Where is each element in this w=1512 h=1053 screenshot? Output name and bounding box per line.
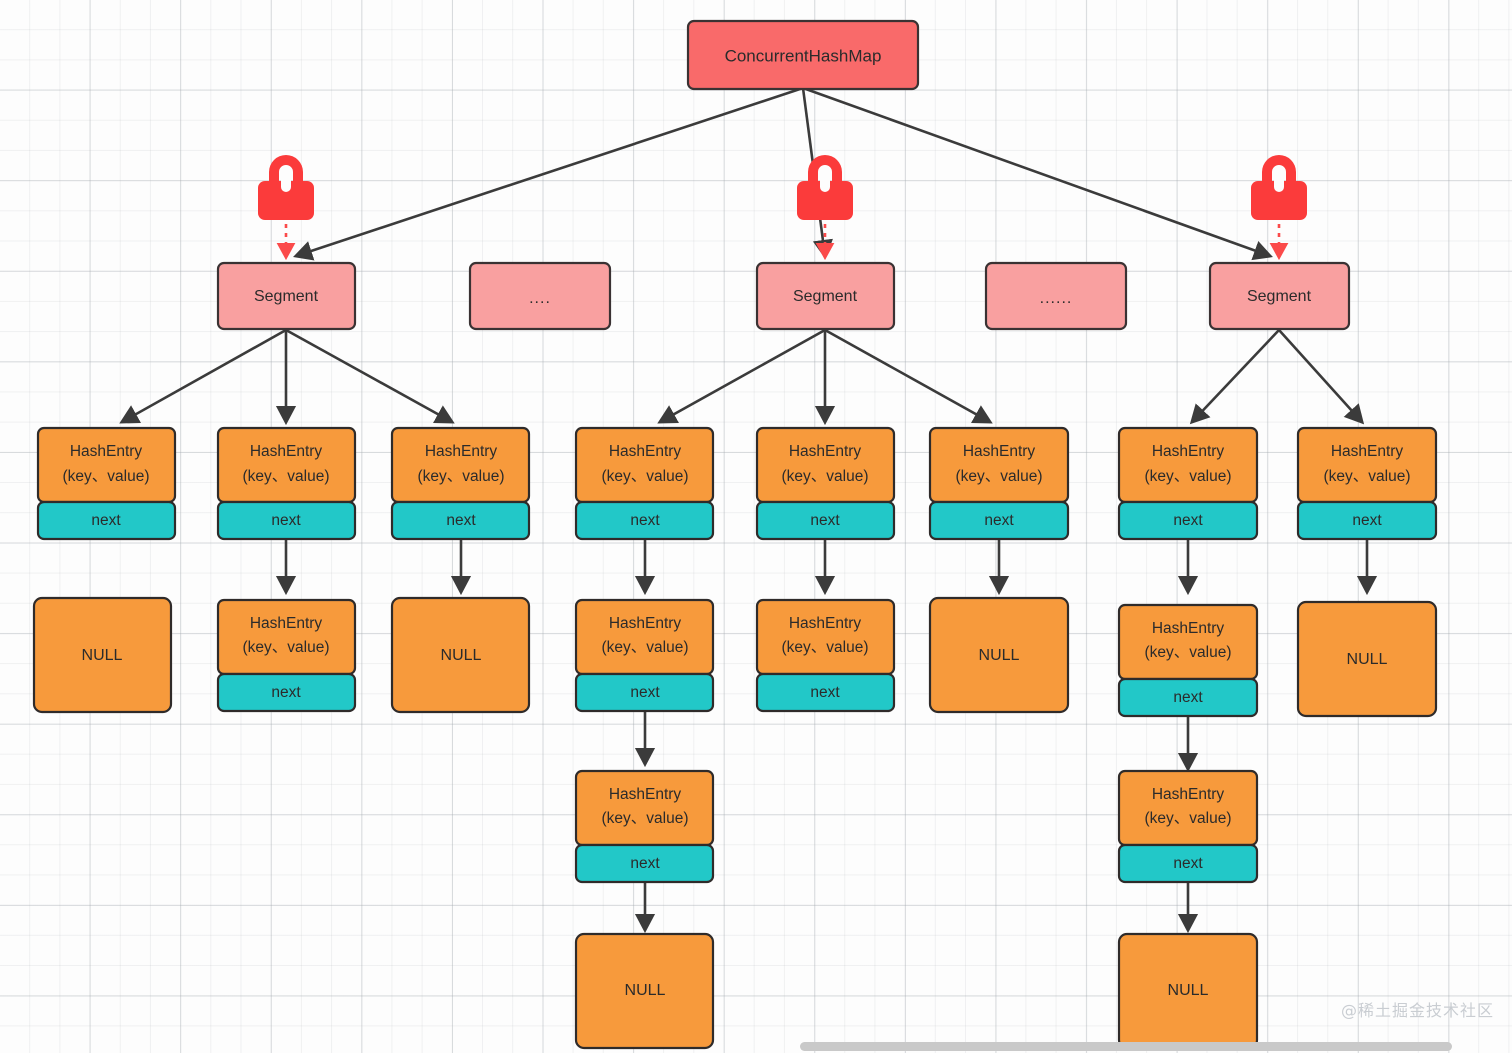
node-hashentry-c8-r1[interactable]: HashEntry (key、value) next (1296, 426, 1438, 541)
node-hashentry-c2-r2[interactable]: HashEntry (key、value) next (216, 598, 357, 713)
hashentry-next[interactable] (755, 672, 896, 713)
node-hashentry-c4-r2[interactable]: HashEntry (key、value) next (574, 598, 715, 713)
node-segment-3[interactable]: Segment (1208, 261, 1351, 331)
null-box[interactable] (32, 596, 173, 714)
node-null-c1-r2[interactable]: NULL (32, 596, 173, 714)
hashentry-body[interactable] (574, 426, 715, 504)
lock-icon-group-3 (1251, 155, 1307, 261)
hashentry-body[interactable] (216, 598, 357, 676)
edge-segment-2-bucket-6 (824, 328, 993, 424)
node-hashentry-c4-r1[interactable]: HashEntry (key、value) next (574, 426, 715, 541)
hashentry-body[interactable] (574, 598, 715, 676)
hashentry-next[interactable] (390, 500, 531, 541)
null-box[interactable] (1296, 600, 1438, 718)
hashentry-body[interactable] (1296, 426, 1438, 504)
hashentry-next[interactable] (574, 500, 715, 541)
node-segment-placeholder-2[interactable]: ...... (984, 261, 1128, 331)
node-hashentry-c3-r1[interactable]: HashEntry (key、value) next (390, 426, 531, 541)
hashentry-body[interactable] (755, 426, 896, 504)
hashentry-body[interactable] (390, 426, 531, 504)
lock-icon-group-2 (797, 155, 853, 261)
node-hashentry-c4-r3[interactable]: HashEntry (key、value) next (574, 769, 715, 884)
edges-chain (275, 539, 1378, 934)
lock-icon-body (258, 181, 314, 220)
hashentry-next[interactable] (1296, 500, 1438, 541)
watermark: @稀土掘金技术社区 (1340, 1001, 1494, 1020)
horizontal-scrollbar[interactable] (800, 1042, 1452, 1051)
hashentry-body[interactable] (1117, 603, 1259, 681)
edge-root-segment-3 (802, 86, 1273, 261)
hashentry-next[interactable] (928, 500, 1070, 541)
edge-segment-1-bucket-1 (119, 328, 287, 424)
lock-icon-group-1 (258, 155, 314, 261)
node-segment-placeholder-1[interactable]: .... (468, 261, 612, 331)
lock-icon-keyhole (820, 170, 830, 192)
concurrenthashmap-box[interactable] (686, 19, 920, 91)
segment-placeholder-box[interactable] (468, 261, 612, 331)
lock-icon (269, 155, 303, 185)
node-hashentry-c7-r2[interactable]: HashEntry (key、value) next (1117, 603, 1259, 718)
hashentry-next[interactable] (755, 500, 896, 541)
segment-box[interactable] (755, 261, 896, 331)
edge-segment-2-bucket-4 (657, 328, 826, 424)
hashentry-next[interactable] (216, 672, 357, 713)
lock-icon-keyhole (1274, 170, 1284, 192)
null-box[interactable] (574, 932, 715, 1050)
null-box[interactable] (1117, 932, 1259, 1050)
segment-placeholder-box[interactable] (984, 261, 1128, 331)
edge-segment-3-bucket-7 (1189, 329, 1280, 425)
segment-box[interactable] (1208, 261, 1351, 331)
node-null-c4-r4[interactable]: NULL (574, 932, 715, 1050)
node-concurrenthashmap[interactable]: ConcurrentHashMap (686, 19, 920, 91)
lock-icon-body (797, 181, 853, 220)
lock-icon (1262, 155, 1296, 185)
node-segment-2[interactable]: Segment (755, 261, 896, 331)
edge-segment-3-bucket-8 (1278, 329, 1365, 425)
node-hashentry-c6-r1[interactable]: HashEntry (key、value) next (928, 426, 1070, 541)
node-null-c7-r4[interactable]: NULL (1117, 932, 1259, 1050)
hashentry-body[interactable] (1117, 769, 1259, 847)
hashentry-body[interactable] (216, 426, 357, 504)
node-hashentry-c5-r2[interactable]: HashEntry (key、value) next (755, 598, 896, 713)
node-null-c3-r2[interactable]: NULL (390, 596, 531, 714)
lock-icon-body (1251, 181, 1307, 220)
hashentry-next[interactable] (1117, 843, 1259, 884)
null-box[interactable] (390, 596, 531, 714)
edge-segment-1-bucket-3 (285, 328, 455, 424)
hashentry-body[interactable] (36, 426, 177, 504)
hashentry-next[interactable] (574, 672, 715, 713)
hashentry-next[interactable] (1117, 677, 1259, 718)
node-hashentry-c5-r1[interactable]: HashEntry (key、value) next (755, 426, 896, 541)
edges-root-to-segments (293, 86, 1273, 261)
hashentry-next[interactable] (36, 500, 177, 541)
node-null-c8-r2[interactable]: NULL (1296, 600, 1438, 718)
hashentry-body[interactable] (928, 426, 1070, 504)
node-null-c6-r2[interactable]: NULL (928, 596, 1070, 714)
edge-root-segment-1 (293, 86, 804, 261)
edges-segment-to-buckets (119, 328, 1365, 426)
hashentry-body[interactable] (574, 769, 715, 847)
node-hashentry-c7-r1[interactable]: HashEntry (key、value) next (1117, 426, 1259, 541)
lock-icon (808, 155, 842, 185)
hashentry-next[interactable] (1117, 500, 1259, 541)
hashentry-body[interactable] (755, 598, 896, 676)
null-box[interactable] (928, 596, 1070, 714)
lock-icon-keyhole (281, 170, 291, 192)
hashentry-body[interactable] (1117, 426, 1259, 504)
node-hashentry-c7-r3[interactable]: HashEntry (key、value) next (1117, 769, 1259, 884)
node-segment-1[interactable]: Segment (216, 261, 357, 331)
node-hashentry-c1-r1[interactable]: HashEntry (key、value) next (36, 426, 177, 541)
node-hashentry-c2-r1[interactable]: HashEntry (key、value) next (216, 426, 357, 541)
hashentry-next[interactable] (216, 500, 357, 541)
hashentry-next[interactable] (574, 843, 715, 884)
segment-box[interactable] (216, 261, 357, 331)
